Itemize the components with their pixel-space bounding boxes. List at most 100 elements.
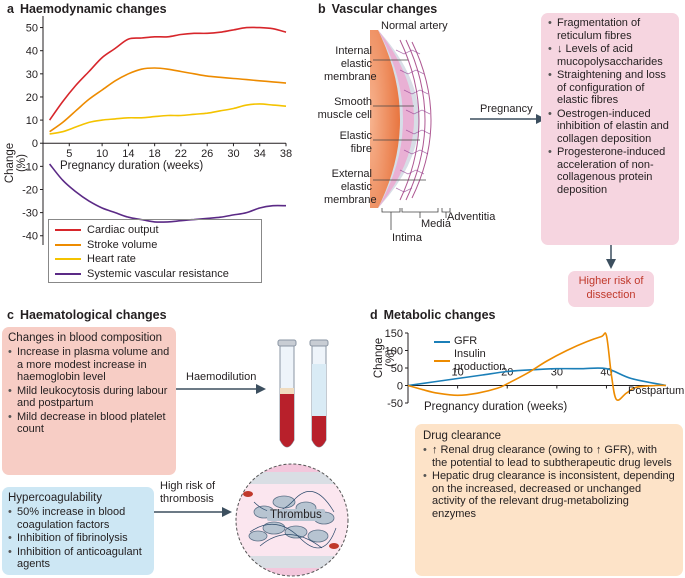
smooth-l2: muscle cell (317, 109, 372, 121)
legend-insulin: Insulin production (434, 348, 514, 374)
metabolic-postpartum: Postpartum (628, 385, 685, 397)
vascular-change-item: Progesterone-induced acceleration of non… (548, 146, 673, 196)
hypercoagulability-box: Hypercoagulability 50% increase in blood… (2, 487, 154, 575)
legend-stroke-volume: Stroke volume (55, 238, 255, 253)
legend-label-insulin: Insulin production (454, 348, 506, 373)
y-tick-label: 100 (385, 346, 403, 358)
normal-artery-label: Normal artery (381, 20, 448, 32)
external-l1: External (331, 168, 372, 180)
elastic-l2: fibre (350, 143, 372, 155)
legend-swatch-heart (55, 258, 81, 261)
legend-cardiac-output: Cardiac output (55, 223, 255, 238)
x-tick-label: 20 (501, 367, 513, 379)
tube-normal (277, 339, 297, 448)
panel-c-letter: c (7, 308, 14, 322)
legend-swatch-svr (55, 272, 81, 275)
series-cardiac-output (48, 26, 287, 121)
lumen (370, 30, 400, 208)
vascular-change-item: Straightening and loss of configuration … (548, 69, 673, 107)
metabolic-xlabel: Pregnancy duration (weeks) (424, 401, 568, 413)
vascular-changes-box: Fragmentation of reticulum fibres ↓ Leve… (541, 13, 679, 245)
panel-b-letter: b (318, 2, 326, 16)
risk-l1: Higher risk of (578, 275, 644, 287)
legend-label-svr: Systemic vascular resistance (87, 267, 229, 280)
thrombosis-l1: High risk of (160, 480, 216, 492)
drug-clearance-box: Drug clearance ↑ Renal drug clearance (o… (415, 424, 683, 576)
y-tick-label: 30 (26, 69, 38, 81)
down-arrow-dissection (606, 245, 616, 269)
x-tick-label: 5 (66, 148, 72, 160)
composition-item: Increase in plasma volume and a more mod… (8, 346, 170, 384)
pregnancy-arrow-label: Pregnancy (480, 103, 533, 115)
haemodilution-arrow (176, 384, 266, 394)
label-elastic-fibre: Elastic fibre (324, 130, 372, 156)
panel-a-heading: Haemodynamic changes (19, 2, 167, 16)
hyper-item: 50% increase in blood coagulation factor… (8, 506, 148, 531)
x-tick-label: 14 (122, 148, 134, 160)
x-tick-label: 26 (201, 148, 213, 160)
thrombosis-l2: thrombosis (160, 493, 214, 505)
label-external-elastic: External elastic membrane (324, 168, 377, 207)
artery-illustration (370, 30, 432, 208)
external-l3: membrane (324, 194, 377, 206)
dissection-risk-box: Higher risk of dissection (568, 271, 654, 307)
haemodynamic-xlabel: Pregnancy duration (weeks) (60, 160, 204, 172)
y-tick-label: -30 (22, 208, 38, 220)
legend-label-stroke: Stroke volume (87, 238, 158, 251)
haemodynamic-ylabel: Change (%) (4, 142, 28, 184)
drug-title: Drug clearance (423, 430, 501, 442)
composition-item: Mild leukocytosis during labour and post… (8, 385, 170, 410)
panel-c-heading: Haematological changes (19, 308, 167, 322)
vascular-change-item: ↓ Levels of acid mucopolysaccharides (548, 43, 673, 68)
y-tick-label: -20 (22, 184, 38, 196)
metabolic-ylabel: Change (%) (373, 337, 397, 379)
y-tick-label: 50 (391, 363, 403, 375)
x-tick-label: 38 (280, 148, 292, 160)
tube-diluted (309, 339, 329, 448)
label-smooth-muscle: Smooth muscle cell (312, 96, 372, 122)
label-media: Media (421, 218, 451, 230)
blood-composition-box: Changes in blood composition Increase in… (2, 327, 176, 475)
series-insulin-production (407, 332, 667, 401)
vascular-change-item: Oestrogen-induced inhibition of elastin … (548, 108, 673, 146)
thrombosis-risk-label: High risk of thrombosis (160, 480, 215, 506)
artery-leader-lines (373, 59, 451, 230)
y-tick-label: 0 (32, 138, 38, 150)
x-tick-label: 34 (254, 148, 266, 160)
y-tick-label: 10 (26, 115, 38, 127)
x-tick-label: 10 (451, 367, 463, 379)
legend-swatch-gfr (434, 340, 450, 343)
elastic-l1: Elastic (339, 130, 372, 142)
risk-l2: dissection (586, 289, 636, 301)
legend-swatch-cardiac (55, 229, 81, 232)
hyper-list: 50% increase in blood coagulation factor… (8, 506, 148, 571)
pregnancy-arrow (470, 114, 546, 124)
y-tick-label: 50 (26, 23, 38, 35)
legend-swatch-stroke (55, 243, 81, 246)
drug-item: ↑ Renal drug clearance (owing to ↑ GFR),… (423, 444, 675, 469)
panel-d-letter: d (370, 308, 378, 322)
y-tick-label: 0 (397, 381, 403, 393)
smooth-l1: Smooth (334, 96, 372, 108)
internal-l3: membrane (324, 71, 377, 83)
vascular-changes-list: Fragmentation of reticulum fibres ↓ Leve… (548, 17, 673, 196)
label-adventitia: Adventitia (447, 211, 496, 223)
composition-title: Changes in blood composition (8, 332, 163, 344)
vascular-change-item: Fragmentation of reticulum fibres (548, 17, 673, 42)
legend-label-gfr: GFR (454, 335, 478, 347)
y-tick-label: -10 (22, 161, 38, 173)
hyper-title: Hypercoagulability (8, 492, 102, 504)
y-tick-label: 20 (26, 92, 38, 104)
legend-heart-rate: Heart rate (55, 252, 255, 267)
x-tick-label: 22 (175, 148, 187, 160)
legend-swatch-insulin (434, 360, 450, 362)
haemodynamic-legend: Cardiac output Stroke volume Heart rate … (48, 219, 262, 283)
drug-item: Hepatic drug clearance is inconsistent, … (423, 470, 675, 520)
x-tick-label: 30 (227, 148, 239, 160)
panel-a-letter: a (7, 2, 14, 16)
composition-list: Increase in plasma volume and a more mod… (8, 346, 170, 436)
